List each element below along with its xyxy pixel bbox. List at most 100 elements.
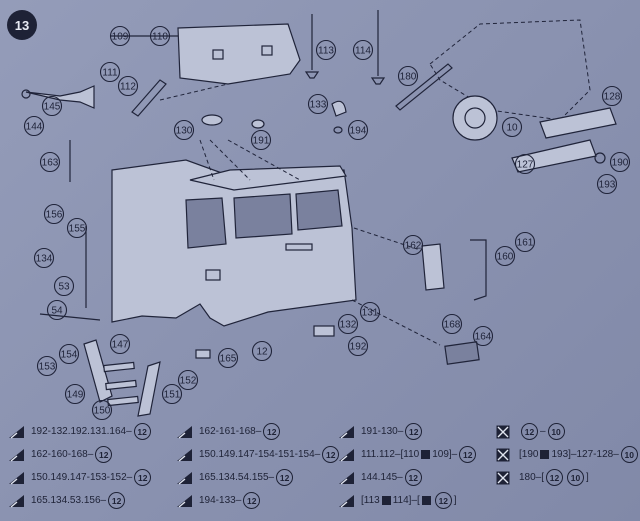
- callout-circle: [41, 95, 63, 117]
- callout-circle: [402, 234, 424, 256]
- callout-circle: [514, 231, 536, 253]
- callout-circle: [99, 61, 121, 83]
- callout-number: 161: [517, 238, 534, 249]
- cab-step-right: [137, 361, 161, 417]
- glue-icon: [176, 471, 193, 485]
- callout-number: 111: [102, 68, 118, 79]
- glue-icon: [338, 425, 355, 439]
- legend-row: 162-160-168–12: [8, 443, 153, 466]
- parts-legend: 192-132.192.131.164–12 162-160-168–12 15…: [8, 420, 638, 520]
- callout-number: 144: [26, 122, 43, 133]
- callout-number: 150: [94, 406, 111, 417]
- optional-square-icon: [421, 450, 431, 459]
- callout-number: 149: [67, 390, 84, 401]
- wiper-arm: [131, 79, 167, 117]
- cab-window-center: [233, 193, 293, 239]
- callout-circle: [347, 119, 369, 141]
- callout-number: 131: [362, 308, 379, 319]
- cab-roof: [189, 165, 347, 191]
- callout-number: 10: [506, 123, 518, 134]
- cross-box-icon: [496, 471, 513, 485]
- glue-icon: [8, 448, 25, 462]
- callout-circle: [352, 39, 374, 61]
- legend-row: 194-133–12: [176, 489, 341, 512]
- callout-circle: [441, 313, 463, 335]
- glue-icon: [338, 494, 355, 508]
- legend-column-2: 162-161-168–12 150.149.147-154-151-154–1…: [176, 420, 341, 512]
- callout-number: 165: [220, 354, 237, 365]
- callout-circle: [609, 151, 631, 173]
- callout-circle: [46, 299, 68, 321]
- callout-circle: [23, 115, 45, 137]
- air-horn: [25, 85, 95, 109]
- callout-number: 191: [253, 136, 270, 147]
- callout-circle: [514, 153, 536, 175]
- callout-number: 127: [517, 160, 534, 171]
- callout-number: 151: [164, 390, 181, 401]
- callout-circle: [501, 116, 523, 138]
- callout-number: 190: [612, 158, 629, 169]
- callout-number: 156: [46, 210, 63, 221]
- windshield-panel: [177, 23, 301, 85]
- callout-number: 147: [112, 340, 129, 351]
- callout-circle: [173, 119, 195, 141]
- callout-circle: [64, 383, 86, 405]
- callout-number: 168: [444, 320, 461, 331]
- cross-box-icon: [496, 425, 513, 439]
- callout-circle: [250, 129, 272, 151]
- callout-number: 132: [340, 320, 357, 331]
- callout-number: 54: [51, 306, 63, 317]
- legend-row: 150.149.147-153-152–12: [8, 466, 153, 489]
- step-badge: 13: [7, 10, 37, 40]
- bumper-top: [539, 107, 617, 139]
- callout-circle: [315, 39, 337, 61]
- callout-circle: [596, 173, 618, 195]
- callout-number: 193: [599, 180, 616, 191]
- glue-icon: [176, 494, 193, 508]
- glue-icon: [8, 425, 25, 439]
- callout-circle: [149, 25, 171, 47]
- callout-number: 128: [604, 92, 621, 103]
- callout-circle: [337, 313, 359, 335]
- callout-circle: [66, 217, 88, 239]
- optional-square-icon: [540, 450, 550, 459]
- legend-row: 191-130–12: [338, 420, 478, 443]
- callout-number: 114: [355, 46, 371, 57]
- callout-number: 154: [61, 350, 78, 361]
- callout-circle: [53, 275, 75, 297]
- callout-circle: [91, 399, 113, 421]
- legend-row: 144.145–12: [338, 466, 478, 489]
- optional-square-icon: [381, 496, 391, 505]
- callout-number: 163: [42, 158, 59, 169]
- legend-row: 165.134.53.156–12: [8, 489, 153, 512]
- legend-row: 150.149.147-154-151-154–12: [176, 443, 341, 466]
- truck-wheel: [452, 95, 498, 141]
- callout-number: 113: [318, 46, 334, 57]
- glue-icon: [338, 471, 355, 485]
- legend-column-1: 192-132.192.131.164–12 162-160-168–12 15…: [8, 420, 153, 512]
- callout-number: 112: [120, 82, 136, 93]
- callout-circle: [347, 335, 369, 357]
- glue-icon: [8, 471, 25, 485]
- callout-circle: [117, 75, 139, 97]
- legend-row: 192-132.192.131.164–12: [8, 420, 153, 443]
- legend-row: 165.134.54.155–12: [176, 466, 341, 489]
- callout-circle: [177, 369, 199, 391]
- callout-circle: [307, 93, 329, 115]
- callout-number: 109: [112, 32, 129, 43]
- callout-number: 110: [152, 32, 168, 43]
- callout-number: 164: [475, 332, 492, 343]
- callout-circle: [58, 343, 80, 365]
- callout-number: 155: [69, 224, 86, 235]
- callout-circle: [601, 85, 623, 107]
- callout-circle: [109, 333, 131, 355]
- callout-circle: [251, 340, 273, 362]
- callout-number: 134: [36, 254, 53, 265]
